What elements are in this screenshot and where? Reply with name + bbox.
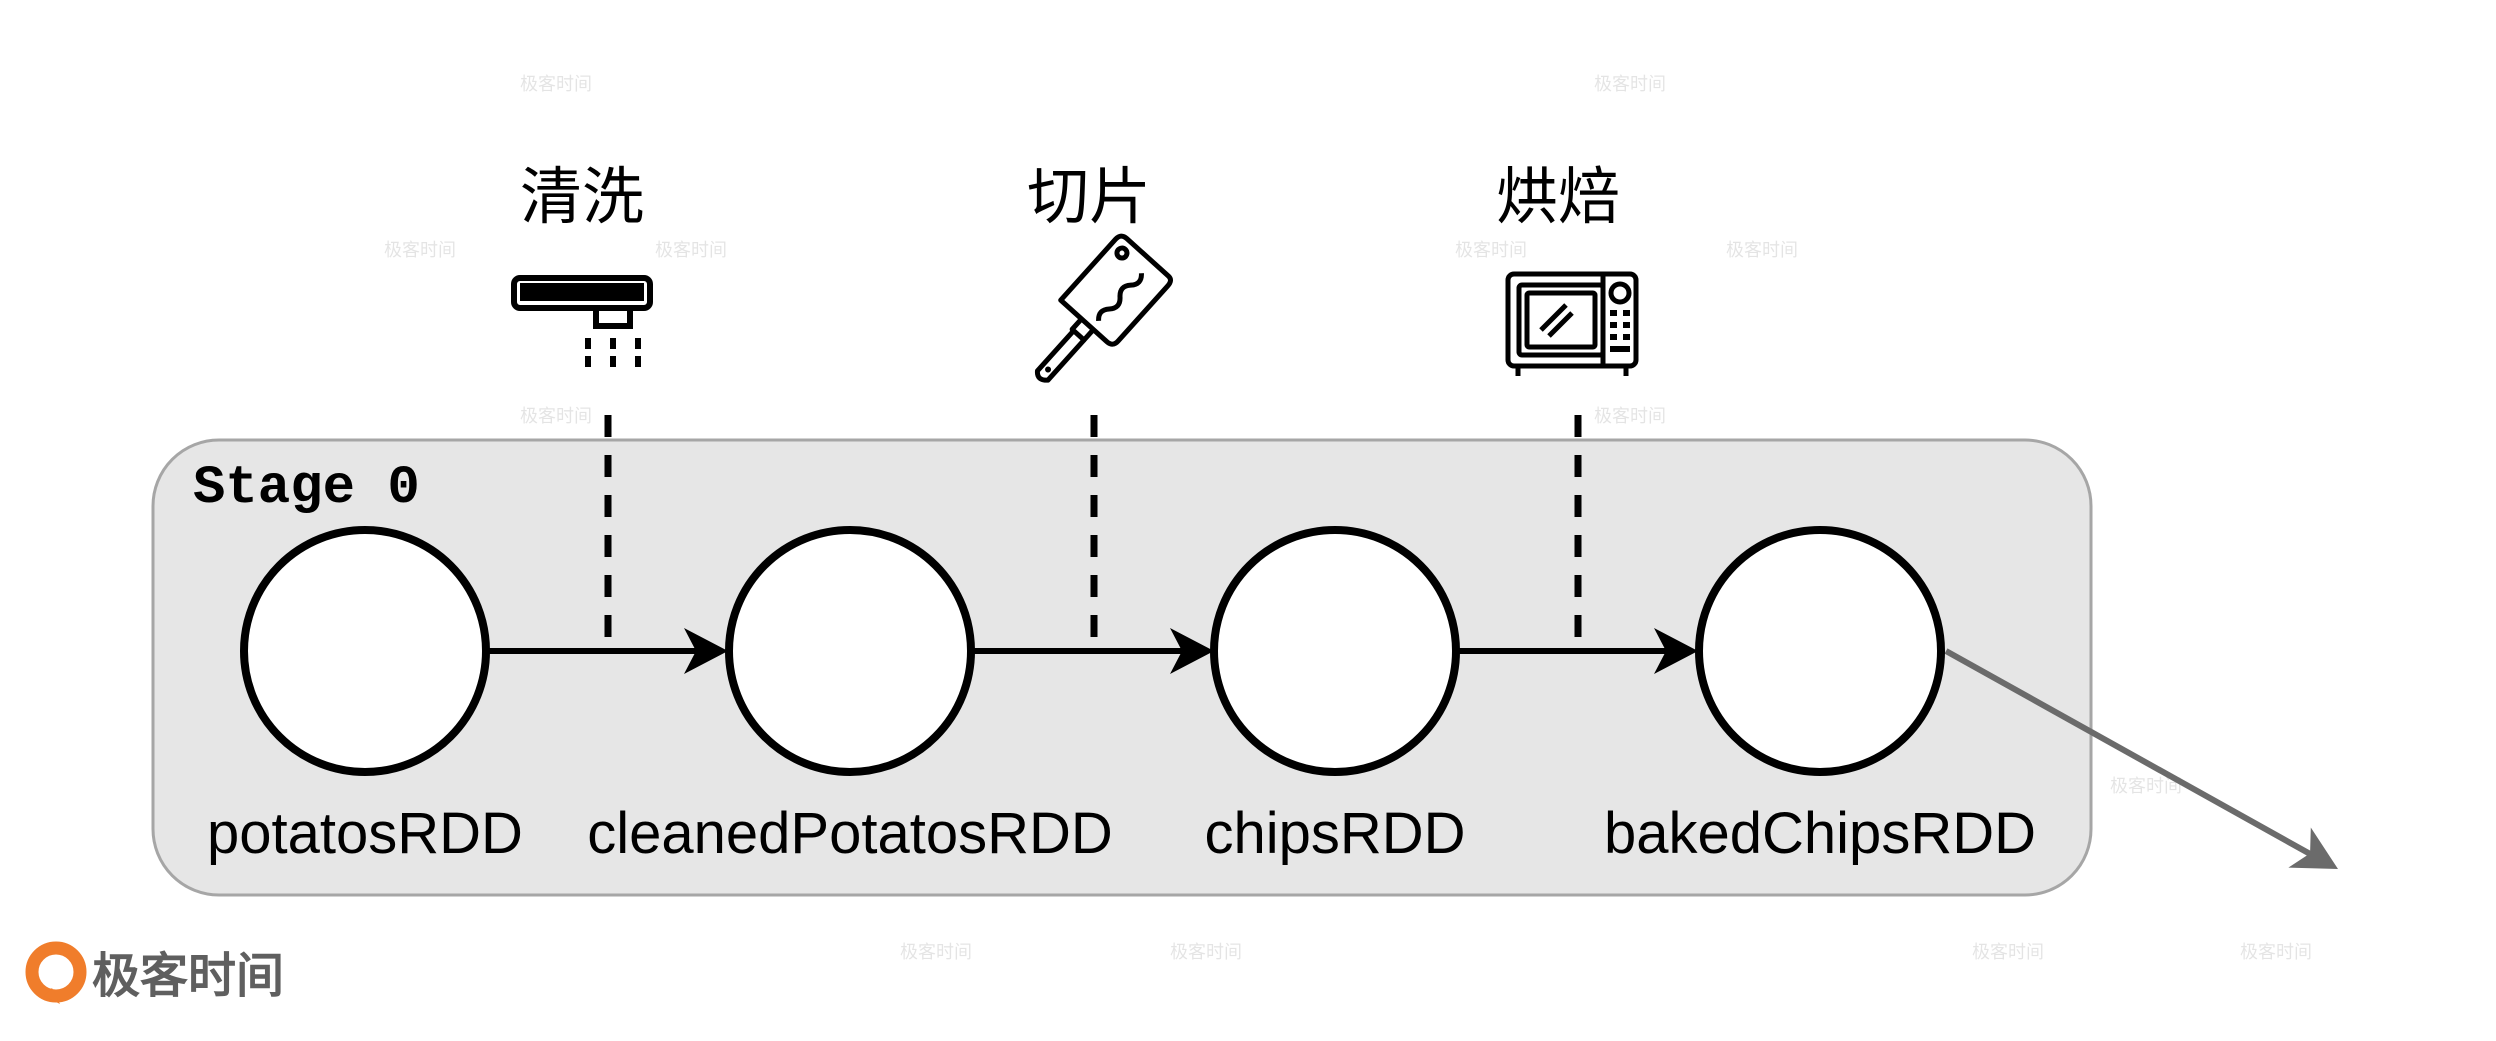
watermark-text: 极客时间 xyxy=(1594,406,1666,427)
brand-logo: 极客时间 xyxy=(25,941,284,1004)
logo-mark-icon xyxy=(25,941,87,1004)
watermark-text: 极客时间 xyxy=(384,240,456,261)
watermark-text: 极客时间 xyxy=(1455,240,1527,261)
node-label-chips-rdd: chipsRDD xyxy=(1204,801,1465,866)
node-baked-chips-rdd xyxy=(1695,526,1945,776)
node-label-baked-chips-rdd: bakedChipsRDD xyxy=(1604,801,2036,866)
watermark-text: 极客时间 xyxy=(655,240,727,261)
arrowhead xyxy=(1654,628,1698,674)
edge-potatos-to-cleaned xyxy=(487,628,728,674)
faucet-icon xyxy=(511,275,653,370)
stage-container xyxy=(151,438,2093,897)
node-potatos-rdd xyxy=(240,526,490,776)
watermark-text: 极客时间 xyxy=(2240,942,2312,963)
node-cleaned-potatos-rdd xyxy=(725,526,975,776)
arrowhead xyxy=(684,628,728,674)
arrowhead xyxy=(1170,628,1214,674)
node-label-cleaned-potatos-rdd: cleanedPotatosRDD xyxy=(587,801,1113,866)
node-chips-rdd xyxy=(1210,526,1460,776)
watermark-text: 极客时间 xyxy=(520,74,592,95)
watermark-text: 极客时间 xyxy=(1726,240,1798,261)
cleaver-knife-icon xyxy=(1034,233,1173,383)
microwave-oven-icon xyxy=(1505,271,1639,376)
watermark-text: 极客时间 xyxy=(1170,942,1242,963)
logo-text: 极客时间 xyxy=(92,948,284,1004)
edge-baked-outgoing xyxy=(1944,648,2338,869)
edge-cleaned-to-chips xyxy=(973,628,1214,674)
step-label-wash: 清洗 xyxy=(520,160,644,233)
edge-chips-to-baked xyxy=(1458,628,1698,674)
arrowhead xyxy=(2288,827,2338,869)
watermark-text: 极客时间 xyxy=(2110,776,2182,797)
step-label-bake: 烘焙 xyxy=(1496,160,1620,233)
stage-label: Stage 0 xyxy=(193,458,420,519)
node-label-potatos-rdd: potatosRDD xyxy=(207,801,523,866)
step-label-slice: 切片 xyxy=(1027,160,1151,233)
watermark-text: 极客时间 xyxy=(900,942,972,963)
watermark-text: 极客时间 xyxy=(1594,74,1666,95)
watermark-text: 极客时间 xyxy=(520,406,592,427)
watermark-text: 极客时间 xyxy=(1972,942,2044,963)
